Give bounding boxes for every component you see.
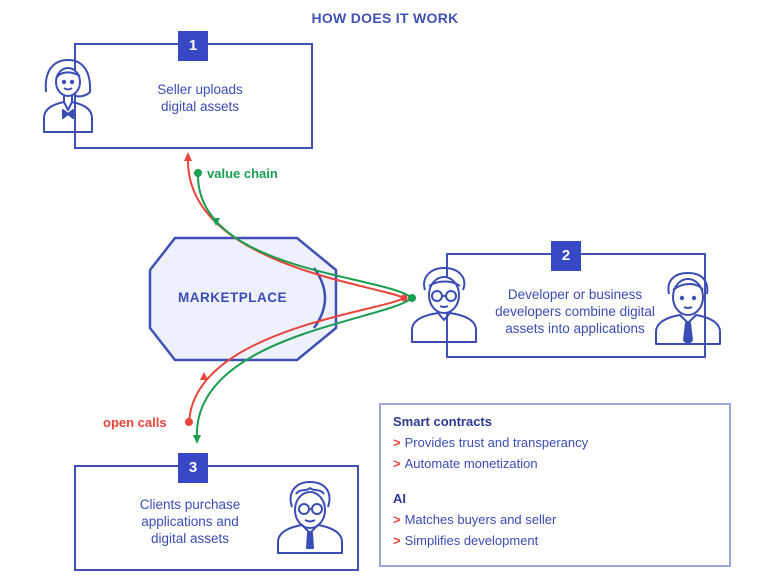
marketplace-label: MARKETPLACE <box>178 290 287 305</box>
red-arrow-up-bottom <box>200 372 208 380</box>
features-panel: Smart contracts >Provides trust and tran… <box>379 403 731 567</box>
bullet-marker: > <box>393 533 401 548</box>
feature-item: >Simplifies development <box>393 533 717 548</box>
feature-item: >Automate monetization <box>393 456 717 471</box>
step-3-number-badge: 3 <box>178 453 208 483</box>
step-3-text-line: applications and <box>141 514 239 529</box>
feature-text: Simplifies development <box>404 533 539 548</box>
smart-contracts-heading: Smart contracts <box>393 414 492 429</box>
step-3-box <box>74 465 359 571</box>
step-2-text-line: Developer or business <box>507 287 643 302</box>
feature-text: Matches buyers and seller <box>404 512 557 527</box>
step-2-text-line: assets into applications <box>505 321 645 336</box>
green-arrow-down-bottom <box>193 435 201 444</box>
step-3-text-line: Clients purchase <box>139 497 241 512</box>
developer-glasses-icon <box>411 267 477 343</box>
step-2-text-line: developers combine digital <box>495 304 655 319</box>
seller-woman-icon <box>43 59 93 133</box>
feature-text: Provides trust and transperancy <box>404 435 589 450</box>
feature-item: >Provides trust and transperancy <box>393 435 717 450</box>
step-1-number-badge: 1 <box>178 31 208 61</box>
ai-heading: AI <box>393 491 406 506</box>
bullet-marker: > <box>393 512 401 527</box>
business-suit-icon <box>655 272 721 345</box>
value-chain-label: value chain <box>207 166 278 181</box>
client-man-icon <box>277 481 343 554</box>
green-flow-end-dot <box>408 294 416 302</box>
step-1-text-line: Seller uploads <box>157 82 243 97</box>
open-calls-dot <box>185 418 193 426</box>
red-flow-end-dot <box>400 294 408 302</box>
step-1-text-line: digital assets <box>160 99 240 114</box>
step-1-text: Seller uploads digital assets <box>110 81 290 115</box>
step-3-text-line: digital assets <box>150 531 230 546</box>
feature-item: >Matches buyers and seller <box>393 512 717 527</box>
step-2-number-badge: 2 <box>551 241 581 271</box>
bullet-marker: > <box>393 435 401 450</box>
step-2-text: Developer or business developers combine… <box>472 286 678 337</box>
bullet-marker: > <box>393 456 401 471</box>
value-chain-dot <box>194 169 202 177</box>
page-title: HOW DOES IT WORK <box>311 10 459 26</box>
feature-text: Automate monetization <box>404 456 538 471</box>
open-calls-label: open calls <box>103 415 167 430</box>
step-3-text: Clients purchase applications and digita… <box>100 496 280 547</box>
green-arrow-down-top <box>212 218 220 226</box>
red-arrow-up-top <box>184 152 192 161</box>
